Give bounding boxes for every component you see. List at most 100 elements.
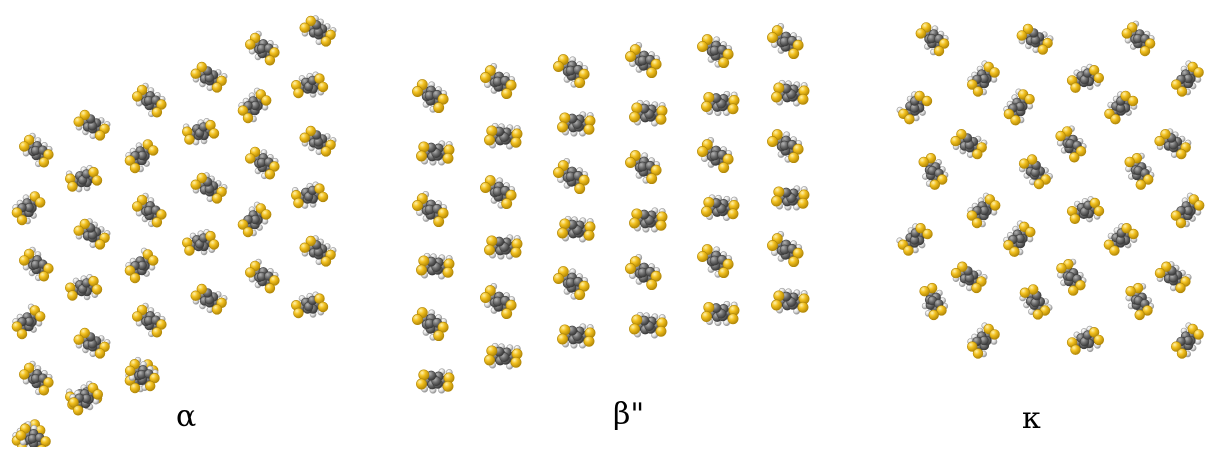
alpha-molecule	[245, 259, 279, 293]
beta-molecule	[625, 254, 661, 289]
beta-molecule	[416, 253, 454, 279]
beta-molecule	[416, 141, 454, 166]
kappa-molecule	[1056, 126, 1087, 162]
alpha-molecule	[19, 247, 53, 281]
alpha-molecule	[74, 219, 110, 250]
alpha-molecule	[291, 72, 328, 98]
alpha-molecule	[238, 88, 271, 123]
beta-molecule	[480, 175, 516, 208]
beta-molecule	[412, 191, 448, 226]
alpha-molecule	[19, 133, 53, 167]
alpha-molecule	[182, 229, 219, 255]
kappa-label: κ	[1022, 404, 1041, 434]
beta-molecule	[557, 216, 595, 242]
kappa-molecule	[967, 193, 1000, 228]
beta-molecule	[416, 369, 454, 394]
kappa-molecule	[1171, 193, 1204, 228]
kappa-molecule	[920, 283, 948, 320]
beta-molecule	[553, 54, 589, 87]
kappa-molecule	[897, 91, 932, 124]
alpha-molecule	[16, 422, 51, 448]
alpha-molecule	[245, 31, 279, 65]
kappa-molecule	[1067, 64, 1104, 93]
kappa-molecule	[1019, 155, 1053, 189]
alpha-molecule	[132, 83, 166, 117]
alpha-molecule	[300, 126, 336, 156]
alpha-molecule	[74, 110, 110, 140]
beta-molecule	[767, 23, 803, 58]
beta-molecule	[701, 195, 739, 221]
beta-molecule	[697, 244, 733, 277]
beta-molecule	[629, 312, 667, 338]
kappa-molecule	[1126, 283, 1154, 320]
alpha-label: α	[176, 402, 196, 432]
kappa-molecule	[951, 262, 987, 293]
alpha-molecule	[291, 292, 328, 318]
kappa-molecule	[967, 61, 999, 97]
beta-label: β"	[613, 400, 644, 430]
alpha-molecule	[191, 173, 227, 204]
beta-molecule	[484, 123, 522, 149]
beta-molecule	[557, 112, 595, 137]
alpha-molecule	[300, 16, 336, 47]
alpha-molecule	[74, 328, 110, 358]
alpha-molecule	[12, 304, 45, 339]
alpha-molecule	[182, 118, 219, 145]
kappa-molecule	[897, 223, 933, 255]
beta-molecule	[553, 158, 589, 193]
kappa-molecule	[916, 23, 949, 56]
kappa-molecule	[951, 129, 987, 159]
beta-molecule	[767, 129, 803, 162]
beta-molecule	[484, 343, 522, 369]
beta-molecule	[484, 235, 522, 260]
beta-molecule	[625, 150, 661, 183]
beta-molecule	[771, 288, 809, 314]
alpha-molecule	[300, 236, 336, 267]
alpha-molecule	[238, 202, 271, 237]
alpha-molecule	[65, 165, 102, 192]
alpha-molecule	[191, 62, 227, 92]
kappa-molecule	[1171, 61, 1203, 97]
beta-molecule	[629, 100, 667, 126]
kappa-molecule	[1017, 24, 1053, 54]
kappa-molecule	[1067, 196, 1104, 223]
kappa-molecule	[967, 323, 999, 359]
alpha-molecule	[291, 182, 328, 209]
kappa-molecule	[919, 153, 948, 189]
alpha-molecule	[132, 193, 166, 227]
alpha-molecule	[132, 303, 166, 337]
beta-molecule	[701, 91, 739, 116]
beta-molecule	[557, 324, 595, 349]
kappa-molecule	[1004, 89, 1035, 125]
beta-molecule	[480, 283, 516, 318]
kappa-molecule	[1105, 91, 1138, 124]
alpha-molecule	[191, 284, 227, 314]
alpha-molecule	[125, 140, 158, 173]
beta-molecule	[553, 266, 589, 299]
beta-molecule	[412, 307, 448, 340]
beta-molecule	[625, 42, 661, 77]
beta-molecule	[697, 137, 733, 172]
beta-molecule	[701, 301, 739, 326]
kappa-molecule	[1155, 129, 1191, 159]
kappa-molecule	[1104, 223, 1138, 255]
alpha-molecule	[65, 274, 102, 300]
kappa-molecule	[1057, 259, 1087, 296]
kappa-molecule	[1122, 21, 1155, 56]
beta-molecule	[697, 34, 733, 67]
beta-molecule	[767, 231, 803, 266]
beta-molecule	[480, 63, 516, 98]
alpha-molecule	[19, 361, 53, 395]
alpha-molecule	[12, 192, 45, 225]
kappa-molecule	[1171, 323, 1203, 359]
kappa-molecule	[1020, 285, 1052, 320]
beta-molecule	[771, 186, 809, 211]
beta-molecule	[771, 80, 809, 106]
beta-molecule	[629, 208, 667, 233]
alpha-molecule	[125, 248, 158, 283]
kappa-molecule	[1155, 262, 1191, 293]
kappa-molecule	[1004, 221, 1036, 257]
alpha-molecule	[245, 147, 279, 179]
